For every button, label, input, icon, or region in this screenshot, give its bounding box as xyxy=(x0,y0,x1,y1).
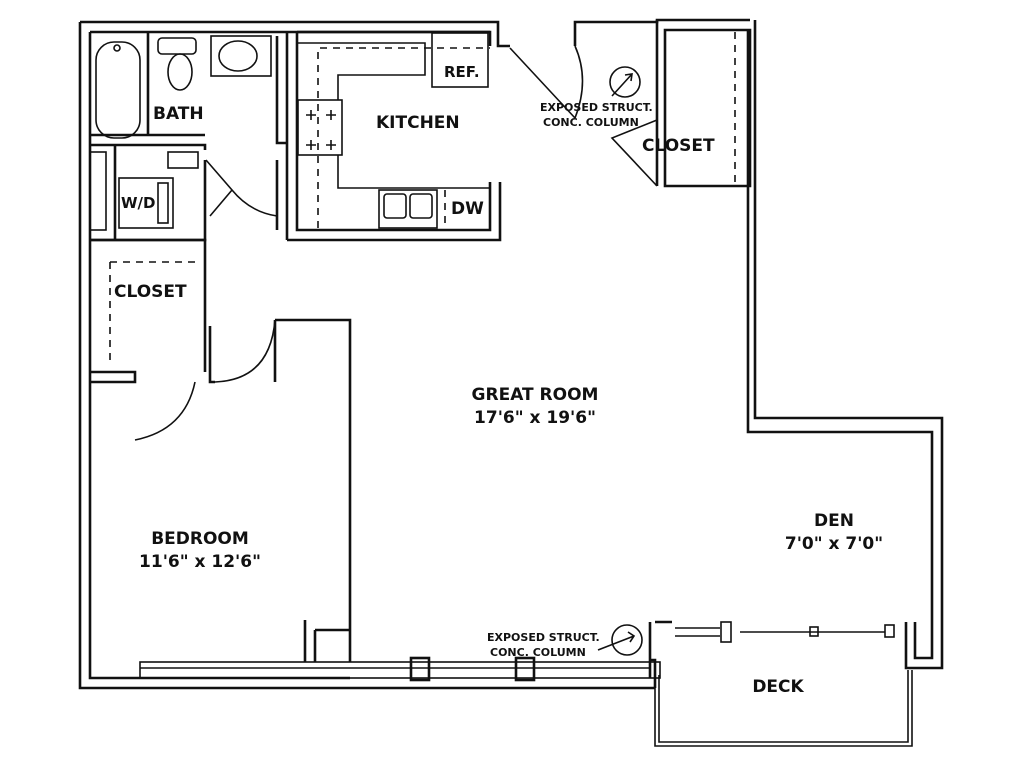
label-closet-left: CLOSET xyxy=(114,282,187,302)
windows xyxy=(139,621,895,682)
label-bedroom: BEDROOM xyxy=(151,529,249,549)
deck-railing xyxy=(654,670,913,747)
label-ref: REF. xyxy=(444,63,480,81)
label-closet-right: CLOSET xyxy=(642,136,715,156)
annotation-column-top-1: EXPOSED STRUCT. xyxy=(540,101,653,114)
kitchen-fixtures xyxy=(285,30,584,242)
annotation-column-top-2: CONC. COLUMN xyxy=(543,116,639,129)
annotation-column-bottom-2: CONC. COLUMN xyxy=(490,646,586,659)
bedroom-walls xyxy=(90,238,643,662)
label-wd: W/D xyxy=(121,194,155,212)
label-den: DEN xyxy=(814,511,854,531)
label-bath: BATH xyxy=(153,104,204,124)
annotation-column-bottom-1: EXPOSED STRUCT. xyxy=(487,631,600,644)
label-den-size: 7'0" x 7'0" xyxy=(785,534,883,554)
label-kitchen: KITCHEN xyxy=(376,113,460,133)
bath-fixtures xyxy=(89,32,287,242)
label-great-room-size: 17'6" x 19'6" xyxy=(474,408,596,428)
label-great-room: GREAT ROOM xyxy=(472,385,599,405)
closet-right-fixtures xyxy=(609,32,736,187)
label-bedroom-size: 11'6" x 12'6" xyxy=(139,552,261,572)
label-dw: DW xyxy=(451,199,484,219)
label-deck: DECK xyxy=(752,677,804,697)
